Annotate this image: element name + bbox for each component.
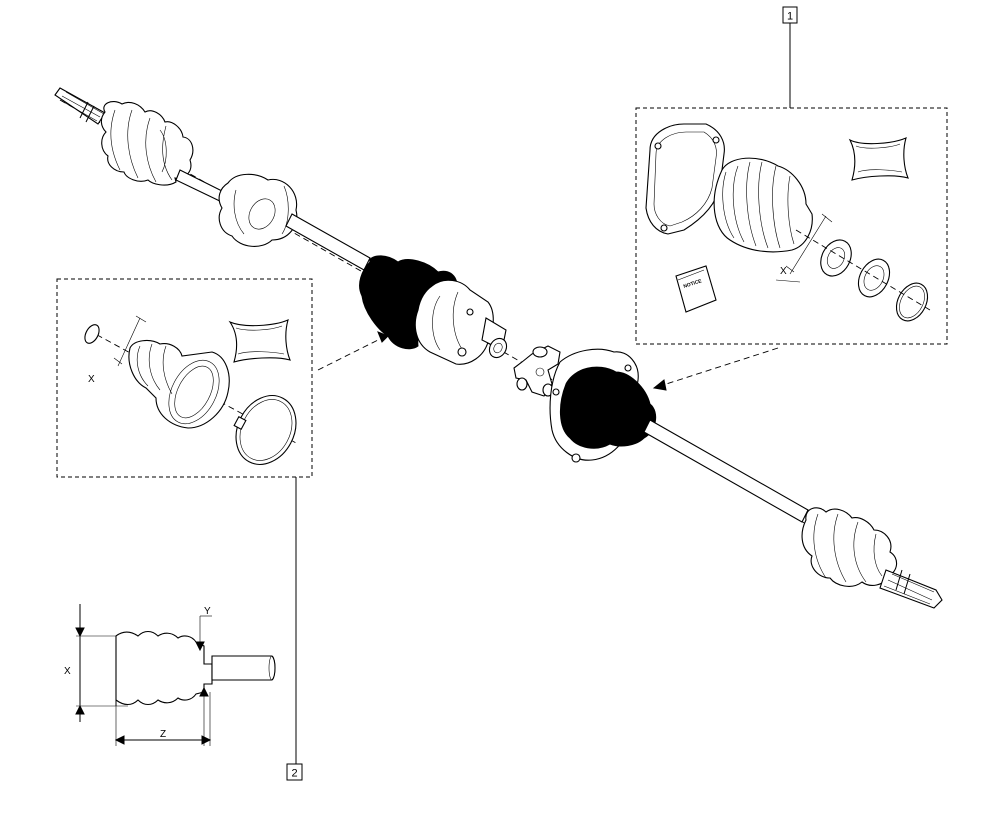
callout-2-frame <box>286 763 303 781</box>
damper-ring <box>218 173 298 247</box>
kit-1-x-label: X <box>780 266 787 277</box>
dimension-y-label: Y <box>204 606 211 617</box>
right-spline-end <box>879 569 943 609</box>
kit-1-pointer <box>659 347 779 387</box>
notice-booklet: NOTICE <box>675 265 717 313</box>
kit-2-box: 2 X <box>56 278 389 781</box>
kit-2-clamp-ring <box>233 395 297 465</box>
kit-1-box: 1 X NOTICE <box>635 6 948 391</box>
kit-1-clip-ring <box>895 282 929 322</box>
main-driveshaft <box>54 87 943 609</box>
left-spline-end <box>54 87 106 125</box>
kit-1-seal-ring <box>857 258 891 298</box>
callout-2-label: 2 <box>291 768 297 780</box>
grease-sachet <box>848 137 909 181</box>
kit-2-boot <box>128 339 230 429</box>
kit-1-boot <box>713 157 813 253</box>
callout-1-label: 1 <box>787 11 793 23</box>
kit-1-bearing <box>820 239 852 277</box>
kit-2-x-label: X <box>88 374 95 385</box>
right-outer-boot <box>801 507 898 587</box>
dimension-boot-profile <box>115 630 213 706</box>
tripod-housing <box>414 279 508 365</box>
outer-boot-black <box>560 366 657 449</box>
dimension-x-label: X <box>64 666 71 677</box>
kit-2-grease-sachet <box>228 319 291 363</box>
tripod-spider <box>513 345 561 397</box>
booklet-notice-text: NOTICE <box>683 278 703 290</box>
dimension-detail: X Y Z <box>64 604 276 746</box>
dimension-z-label: Z <box>160 729 166 740</box>
kit-2-small-clip <box>84 324 100 344</box>
kit-2-pointer <box>317 337 383 371</box>
gasket-plate <box>645 123 725 235</box>
